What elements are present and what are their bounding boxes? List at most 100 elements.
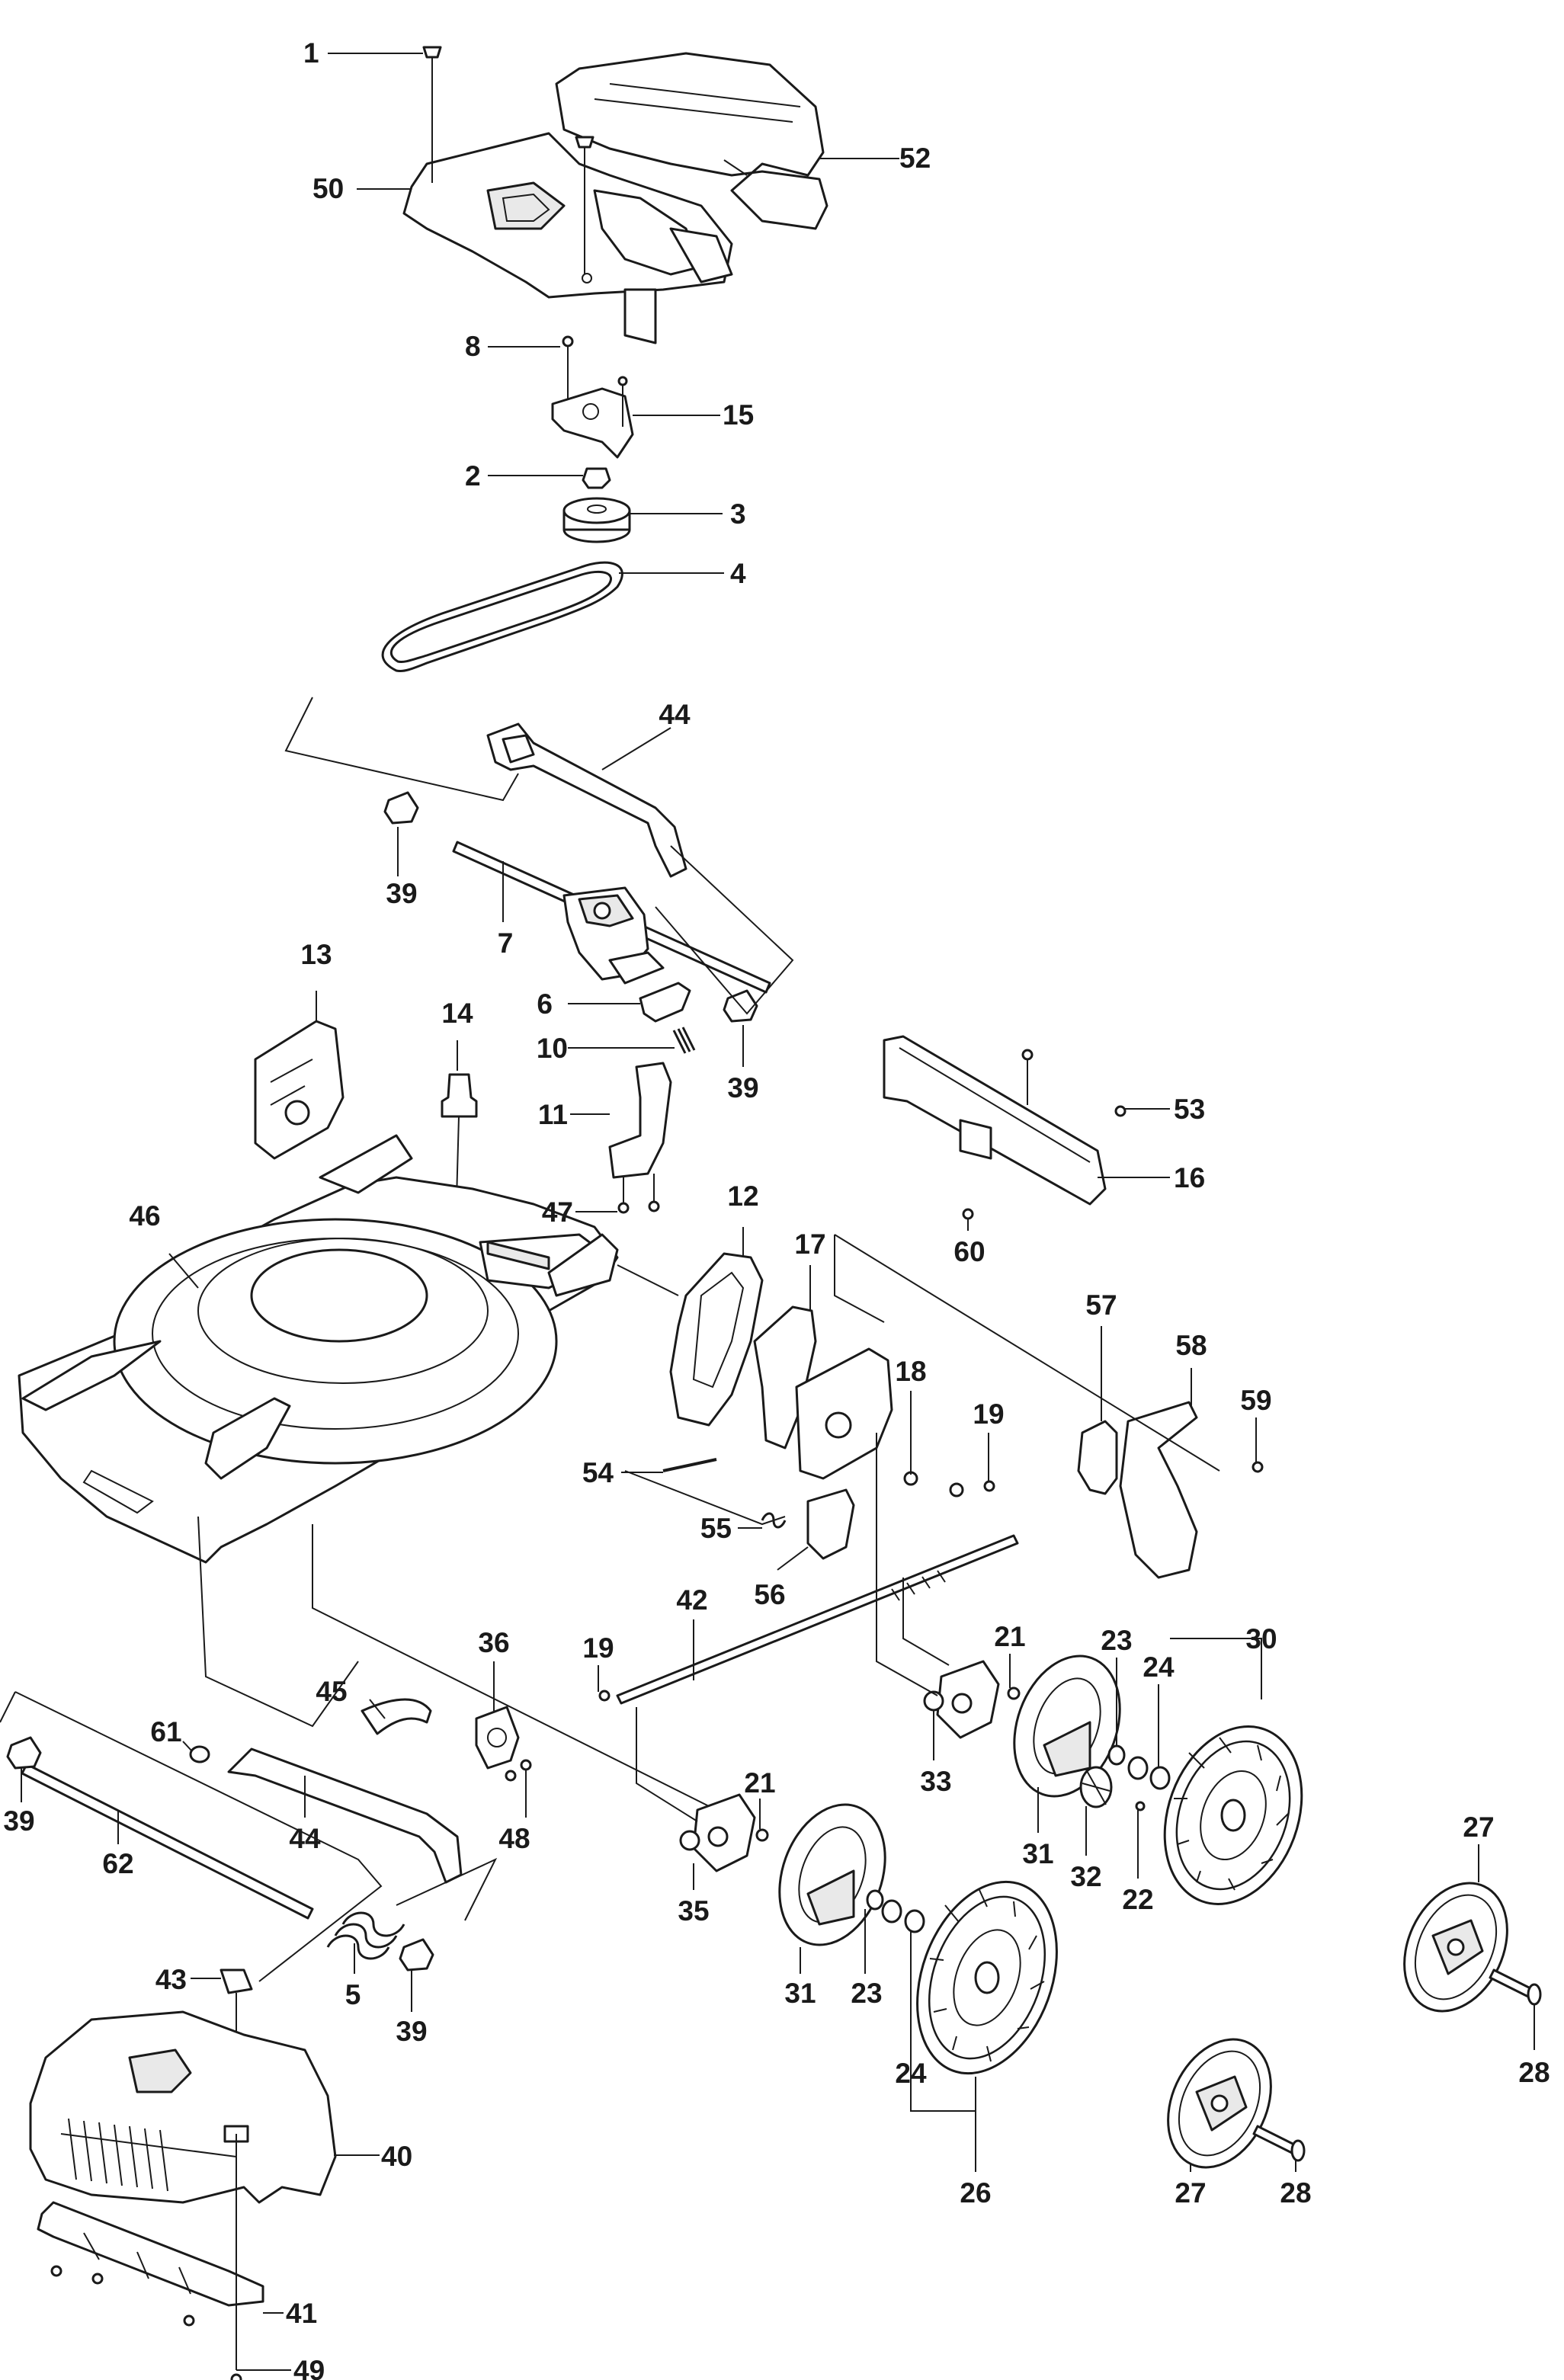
part-28-bolt-right — [1489, 1968, 1542, 2006]
label-28-b: 28 — [1280, 2177, 1311, 2209]
part-7-rear-axle — [452, 841, 771, 994]
label-41: 41 — [286, 2298, 317, 2329]
label-62: 62 — [102, 1848, 133, 1879]
part-27-hubcap-right — [1403, 1882, 1508, 2013]
part-6-lever — [639, 982, 691, 1023]
label-19-a: 19 — [973, 1398, 1004, 1430]
label-12: 12 — [727, 1180, 758, 1212]
label-61: 61 — [150, 1716, 181, 1747]
part-24-washer-right — [1127, 1756, 1171, 1790]
part-41-flap — [37, 2201, 264, 2307]
label-21-b: 21 — [744, 1767, 775, 1799]
part-61-washer — [189, 1745, 210, 1763]
part-47-screws — [617, 1200, 660, 1214]
part-24-washer-left — [881, 1899, 925, 1933]
label-28-a: 28 — [1518, 2057, 1550, 2088]
label-23-b: 23 — [851, 1978, 882, 2009]
label-24-b: 24 — [895, 2058, 927, 2089]
part-58-lever-housing — [1119, 1401, 1264, 1579]
part-15-bracket — [551, 376, 634, 459]
label-39-c: 39 — [3, 1805, 34, 1837]
part-33-hub-mount — [923, 1660, 1000, 1739]
label-55: 55 — [700, 1513, 732, 1544]
label-39-a: 39 — [386, 878, 417, 909]
part-26-front-wheel — [916, 1880, 1058, 2075]
label-57: 57 — [1085, 1289, 1117, 1321]
part-19-clip-lower — [598, 1690, 611, 1702]
label-23-a: 23 — [1101, 1625, 1132, 1656]
label-7: 7 — [498, 927, 514, 959]
label-6: 6 — [537, 988, 553, 1020]
part-21-screw-right — [1007, 1687, 1021, 1700]
label-36: 36 — [478, 1627, 509, 1658]
label-54: 54 — [582, 1457, 614, 1488]
part-62-front-axle — [21, 1763, 314, 1920]
part-27-hubcap-left — [1167, 2038, 1272, 2169]
part-5-spring — [326, 1911, 405, 1960]
part-3-pulley — [562, 497, 631, 543]
part-21-screw-left — [755, 1828, 769, 1842]
part-4-belt — [381, 561, 623, 672]
label-19-b: 19 — [582, 1632, 614, 1664]
label-39-d: 39 — [396, 2016, 427, 2047]
part-32-gear — [1079, 1766, 1113, 1808]
label-26: 26 — [960, 2177, 991, 2209]
part-39-bearing-lower-left — [6, 1736, 42, 1770]
label-14: 14 — [441, 998, 473, 1029]
label-50: 50 — [312, 173, 344, 204]
part-57-lever-knob — [1077, 1420, 1118, 1495]
label-59: 59 — [1240, 1385, 1271, 1416]
label-39-b: 39 — [727, 1072, 758, 1104]
label-42: 42 — [676, 1584, 707, 1616]
part-10-spring — [672, 1027, 696, 1054]
label-15: 15 — [723, 399, 754, 431]
part-39-bearing-upper-left — [383, 791, 419, 825]
label-48: 48 — [498, 1823, 530, 1854]
label-52: 52 — [899, 143, 931, 174]
part-36-bracket — [475, 1706, 532, 1782]
part-16-rear-bar — [883, 1035, 1127, 1220]
part-1-screw — [422, 46, 442, 183]
label-45: 45 — [316, 1676, 347, 1707]
label-44-lower: 44 — [289, 1823, 321, 1854]
label-18: 18 — [895, 1356, 926, 1387]
label-27-b: 27 — [1175, 2177, 1206, 2209]
part-number-labels: 1 50 52 8 15 2 3 4 44 39 7 6 10 39 13 14… — [3, 37, 1550, 2380]
label-21-a: 21 — [994, 1621, 1025, 1652]
label-44-upper: 44 — [659, 699, 691, 730]
label-31-b: 31 — [784, 1978, 816, 2009]
label-2: 2 — [465, 460, 481, 492]
part-52-top-cover — [555, 52, 828, 230]
label-22: 22 — [1122, 1884, 1153, 1915]
part-28-bolt-left — [1252, 2125, 1306, 2162]
part-54-pin — [662, 1458, 717, 1472]
part-11-bracket — [608, 1062, 672, 1204]
label-32: 32 — [1070, 1861, 1101, 1892]
label-10: 10 — [537, 1033, 568, 1064]
label-47: 47 — [542, 1196, 573, 1228]
label-5: 5 — [345, 1979, 361, 2010]
part-56-knob — [806, 1488, 855, 1560]
label-33: 33 — [920, 1766, 951, 1797]
label-13: 13 — [300, 939, 332, 970]
part-39-bearing-lower-right — [399, 1938, 434, 1972]
part-50-upper-housing — [402, 132, 733, 344]
label-4: 4 — [730, 558, 746, 589]
label-43: 43 — [155, 1964, 187, 1995]
part-19-clip-upper — [983, 1480, 995, 1492]
label-24-a: 24 — [1143, 1651, 1175, 1683]
part-13-side-plate — [254, 1020, 345, 1160]
part-18-side-plate — [795, 1347, 964, 1498]
part-44-bail-lower — [227, 1747, 463, 1884]
label-16: 16 — [1174, 1162, 1205, 1193]
part-23-washer-left — [866, 1889, 884, 1911]
part-40-front-cover — [29, 2010, 337, 2204]
part-31-wheel-cover-left — [778, 1803, 886, 1946]
part-42-height-rod — [616, 1534, 1019, 1705]
part-44-bail-upper — [486, 722, 687, 878]
leader-lines — [21, 53, 1535, 2371]
label-27-a: 27 — [1463, 1811, 1494, 1843]
label-8: 8 — [465, 331, 481, 362]
label-17: 17 — [794, 1228, 825, 1260]
